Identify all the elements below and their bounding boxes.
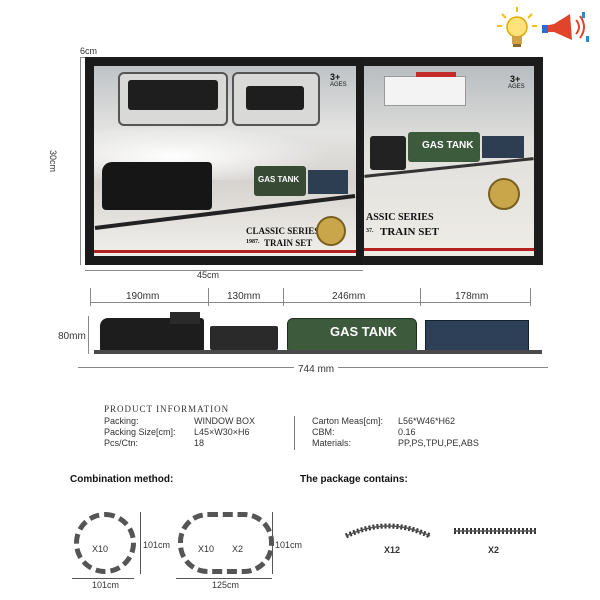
product-info-left: Packing: WINDOW BOX Packing Size[cm]: L45×… <box>104 416 294 449</box>
dim-total: 744 mm <box>294 364 339 375</box>
boxcar-side <box>425 320 529 352</box>
back-tank-car <box>408 132 480 162</box>
speaker-horn-icon <box>542 12 589 42</box>
info-materials-value: PP,PS,TPU,PE,ABS <box>398 438 479 448</box>
box-depth-label: 6cm <box>80 46 98 56</box>
layout1-track <box>74 512 136 574</box>
info-packing-size-label: Packing Size[cm]: <box>104 427 176 437</box>
layout2-track <box>178 512 274 574</box>
info-packing-label: Packing: <box>104 416 139 426</box>
dim-car3: 246mm <box>332 291 366 302</box>
front-classic-line1: CLASSIC SERIES <box>246 226 320 236</box>
window-tender <box>232 72 320 126</box>
front-locomotive <box>102 162 212 210</box>
dim-car4: 178mm <box>455 291 489 302</box>
straight-track-icon <box>454 528 536 534</box>
box-width-label: 45cm <box>197 270 220 280</box>
dim-car1: 190mm <box>126 291 160 302</box>
back-gas-tank-label: GAS TANK <box>422 140 474 151</box>
layout1-pieces: X10 <box>92 544 109 554</box>
tender-side <box>210 326 278 350</box>
layout1-width: 101cm <box>92 580 120 590</box>
info-pcs-label: Pcs/Ctn: <box>104 438 139 448</box>
info-materials-label: Materials: <box>312 438 352 448</box>
package-curved-count: X12 <box>384 545 401 555</box>
front-age-badge: 3+ <box>330 72 341 82</box>
tank-car-label: GAS TANK <box>330 324 397 339</box>
info-packing-size-value: L45×W30×H6 <box>194 427 250 437</box>
box-height-label: 30cm <box>48 150 58 173</box>
dim-height: 80mm <box>58 331 86 342</box>
info-pcs-value: 18 <box>194 438 205 448</box>
dim-car2: 130mm <box>227 291 261 302</box>
info-carton-value: L56*W46*H62 <box>398 416 456 426</box>
info-cbm-value: 0.16 <box>398 427 416 437</box>
front-tank-car <box>254 166 306 196</box>
box-back-art: 3+ AGES GAS TANK ASSIC SERIES 37. TRAIN … <box>364 66 534 256</box>
back-seal <box>488 178 520 210</box>
back-classic-line2: TRAIN SET <box>380 226 439 238</box>
back-boxcar <box>482 136 524 158</box>
track-straight-strip <box>94 350 542 354</box>
front-age-sub: AGES <box>330 82 347 88</box>
front-gas-tank-label: GAS TANK <box>258 175 300 184</box>
window-locomotive <box>118 72 228 126</box>
box-front-art: 3+ AGES GAS TANK CLASSIC SERIES 1987. TR… <box>94 66 356 256</box>
back-year: 37. <box>366 228 374 234</box>
product-info-title: PRODUCT INFORMATION <box>104 404 230 414</box>
package-straight-count: X2 <box>488 545 500 555</box>
back-age-badge: 3+ <box>510 74 521 84</box>
info-packing-value: WINDOW BOX <box>194 416 255 426</box>
info-cbm-label: CBM: <box>312 427 335 437</box>
front-seal <box>316 216 346 246</box>
front-boxcar <box>308 170 348 194</box>
layout2-pieces-b: X2 <box>232 544 244 554</box>
front-classic-line2: TRAIN SET <box>264 238 313 248</box>
product-info-right: Carton Meas[cm]: L56*W46*H62 CBM: 0.16 Mat… <box>312 416 512 449</box>
layout2-width: 125cm <box>212 580 240 590</box>
layout1-height: 101cm <box>143 540 171 550</box>
info-carton-label: Carton Meas[cm]: <box>312 416 384 426</box>
layout2-height: 101cm <box>275 540 303 550</box>
layout2-pieces-a: X10 <box>198 544 215 554</box>
curved-track-icon <box>344 523 432 539</box>
back-age-sub: AGES <box>508 84 525 90</box>
combination-title: Combination method: <box>70 474 174 485</box>
light-bulb-icon <box>497 7 537 47</box>
front-year: 1987. <box>246 239 260 245</box>
back-locomotive <box>370 136 406 170</box>
back-classic-line1: ASSIC SERIES <box>366 212 434 223</box>
package-title: The package contains: <box>300 474 408 485</box>
